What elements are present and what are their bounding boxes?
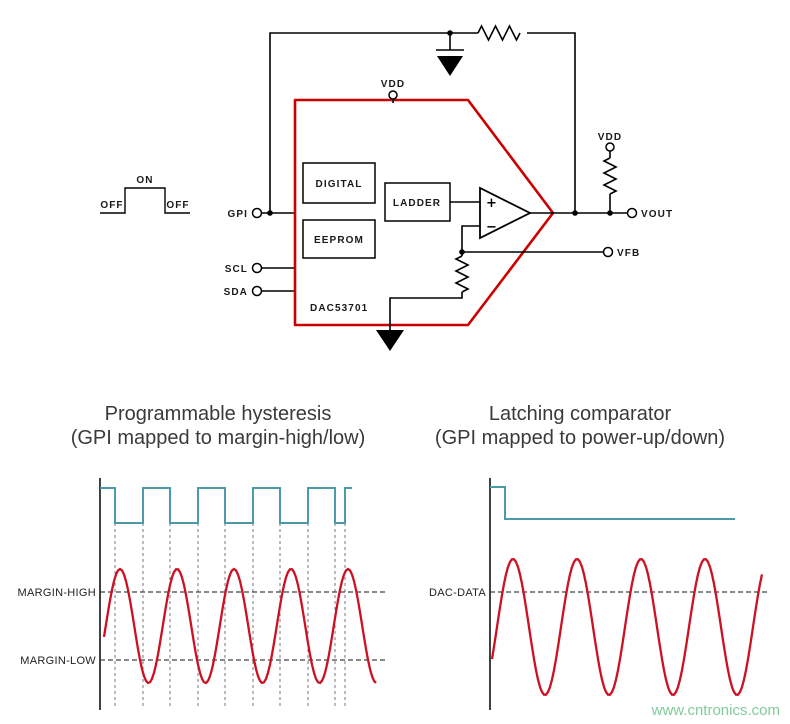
left-dashed-verticals — [114, 523, 346, 708]
scl-terminal — [251, 262, 263, 274]
right-plot: DAC-DATA — [429, 478, 770, 710]
right-title-line2: (GPI mapped to power-up/down) — [434, 427, 726, 449]
waveform-plots: MARGIN-HIGH MARGIN-LOW DAC-DATA — [18, 478, 770, 710]
vdd-pullup: VDD — [598, 132, 622, 213]
sda-terminal — [251, 285, 263, 297]
left-title-line1: Programmable hysteresis — [104, 403, 332, 425]
off-label-right: OFF — [166, 200, 189, 211]
right-panel-title: Latching comparator (GPI mapped to power… — [390, 402, 770, 450]
watermark: www.cntronics.com — [651, 702, 780, 719]
dac-data-label: DAC-DATA — [429, 587, 486, 599]
feedback-resistor-bottom — [454, 255, 470, 293]
ground-symbol-top — [437, 56, 463, 76]
gpi-signal-sketch: OFF ON OFF — [100, 175, 190, 214]
vdd-right-label: VDD — [598, 132, 622, 143]
left-panel-title: Programmable hysteresis (GPI mapped to m… — [18, 402, 418, 450]
chip-outline — [293, 98, 555, 327]
ladder-label: LADDER — [393, 198, 441, 209]
margin-high-label: MARGIN-HIGH — [18, 587, 96, 599]
gpi-terminal — [251, 207, 263, 219]
vdd-top-terminal — [388, 90, 398, 100]
circuit-diagram: OFF ON OFF GPI SCL SDA VDD — [100, 24, 673, 351]
feedback-wire-right — [527, 32, 576, 213]
ground-wire — [389, 292, 463, 330]
feedback-wire-left — [269, 32, 478, 213]
output-buffer: + − — [450, 186, 533, 240]
opamp-plus-sign: + — [486, 196, 497, 211]
vout-terminal — [626, 207, 638, 219]
vdd-top-pin: VDD — [381, 79, 405, 103]
gpi-square-wave-right — [490, 486, 735, 520]
vfb-label: VFB — [617, 248, 640, 259]
digital-label: DIGITAL — [316, 179, 363, 190]
gpi-input: GPI — [227, 207, 295, 220]
block-eeprom — [302, 219, 376, 259]
left-title-line2: (GPI mapped to margin-high/low) — [70, 427, 366, 449]
margin-low-label: MARGIN-LOW — [20, 655, 96, 667]
opamp-minus-sign: − — [486, 220, 497, 235]
dac-sine-wave-right — [490, 558, 764, 696]
opamp — [479, 186, 533, 240]
pullup-resistor — [602, 157, 618, 195]
right-title-line1: Latching comparator — [488, 403, 672, 425]
vdd-right-terminal — [605, 142, 615, 152]
feedback-resistor — [477, 24, 521, 42]
vdd-top-label: VDD — [381, 79, 405, 90]
dac-sine-wave-left — [102, 567, 377, 685]
on-label: ON — [136, 175, 153, 186]
top-feedback-network — [269, 24, 576, 213]
ground-symbol-bottom — [376, 330, 404, 351]
junction-dot — [572, 210, 578, 216]
sda-label: SDA — [224, 287, 248, 298]
gpi-label: GPI — [227, 209, 248, 220]
gpi-square-wave-left — [100, 487, 352, 524]
scl-label: SCL — [225, 264, 248, 275]
block-digital — [302, 162, 376, 204]
part-number: DAC53701 — [310, 303, 368, 314]
off-label-left: OFF — [100, 200, 123, 211]
eeprom-label: EEPROM — [314, 235, 364, 246]
scl-input: SCL — [225, 262, 295, 275]
vout-label: VOUT — [641, 209, 673, 220]
minus-input-wire — [461, 225, 480, 256]
sda-input: SDA — [224, 285, 295, 298]
gpi-onoff-wave — [100, 187, 190, 214]
vfb-terminal — [602, 246, 614, 258]
feedback-vfb-network: VFB — [376, 225, 640, 351]
junction-dot — [267, 210, 273, 216]
left-plot: MARGIN-HIGH MARGIN-LOW — [18, 478, 388, 710]
